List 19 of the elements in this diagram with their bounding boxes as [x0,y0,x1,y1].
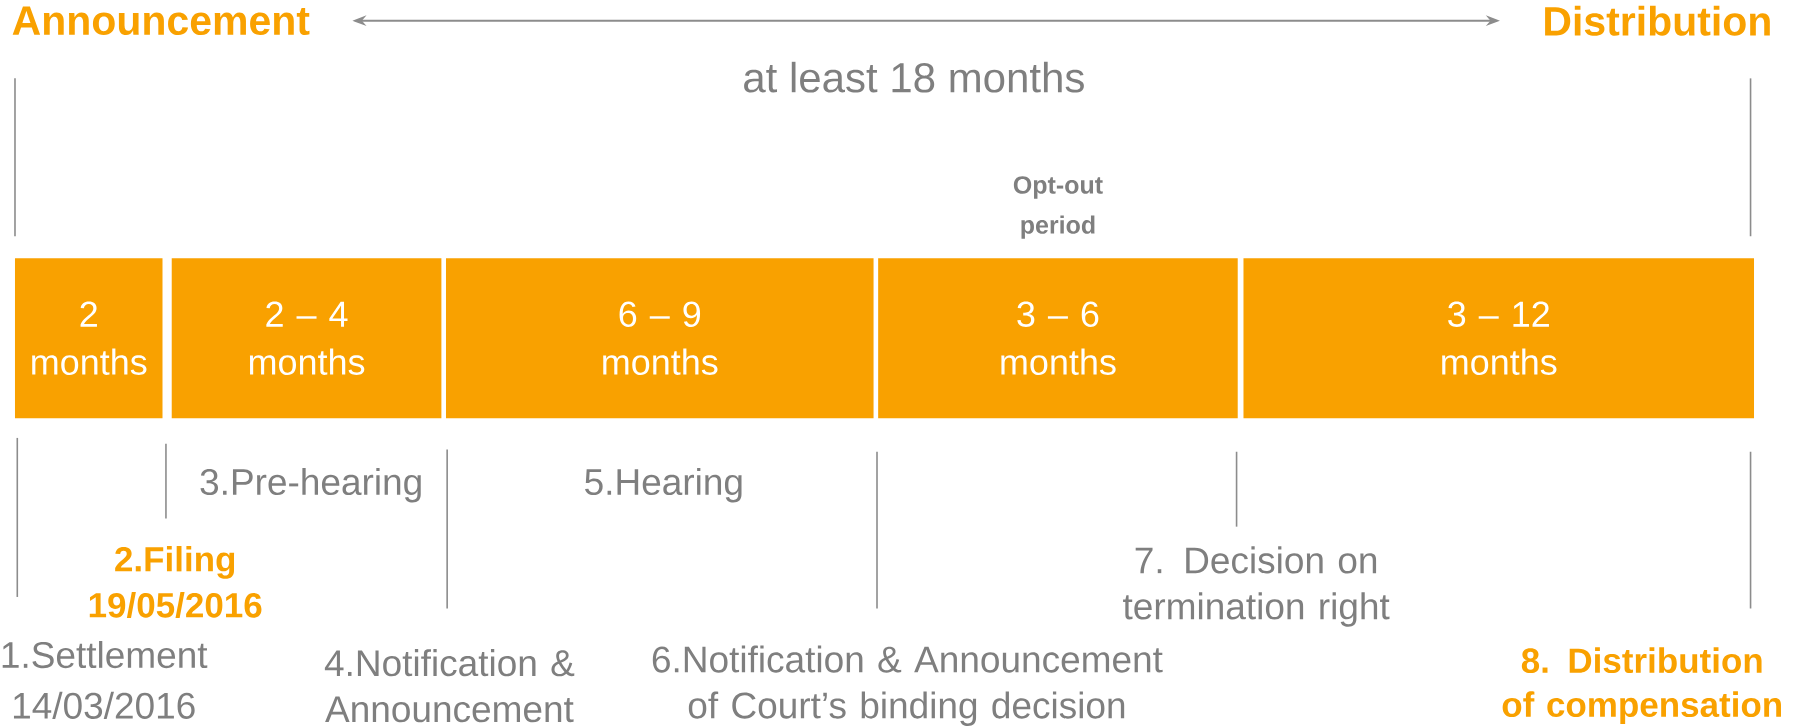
phase-box: 2 – 4 months [171,258,442,419]
step-label: 3.Pre-hearing [200,467,421,503]
phase-box: 6 – 9 months [446,258,874,419]
note-text: Opt-out period [1013,176,1103,239]
milestone-label: 8. Distribution of compensation [1502,647,1781,724]
phase-box: 2 months [15,258,163,419]
step-label: 14/03/2016 [13,691,195,719]
milestone-label: 19/05/2016 [89,591,262,618]
milestone-label: 2.Filing [115,545,235,579]
phase-box: 3 – 6 months [878,258,1238,419]
step-label: 7. Decision on termination right [1123,546,1390,627]
step-label: 6.Notification & Announcement of Court’s binding decision [652,645,1163,726]
heading-text: Distribution [1545,5,1770,36]
heading-text: Announcement [12,6,310,35]
step-label: 4.Notification & Announcement [324,649,575,723]
duration-label: at least 18 months [744,61,1084,93]
step-label: 5.Hearing [585,467,742,503]
phase-box: 3 – 12 months [1243,258,1754,419]
step-label: 1.Settlement [2,640,208,669]
